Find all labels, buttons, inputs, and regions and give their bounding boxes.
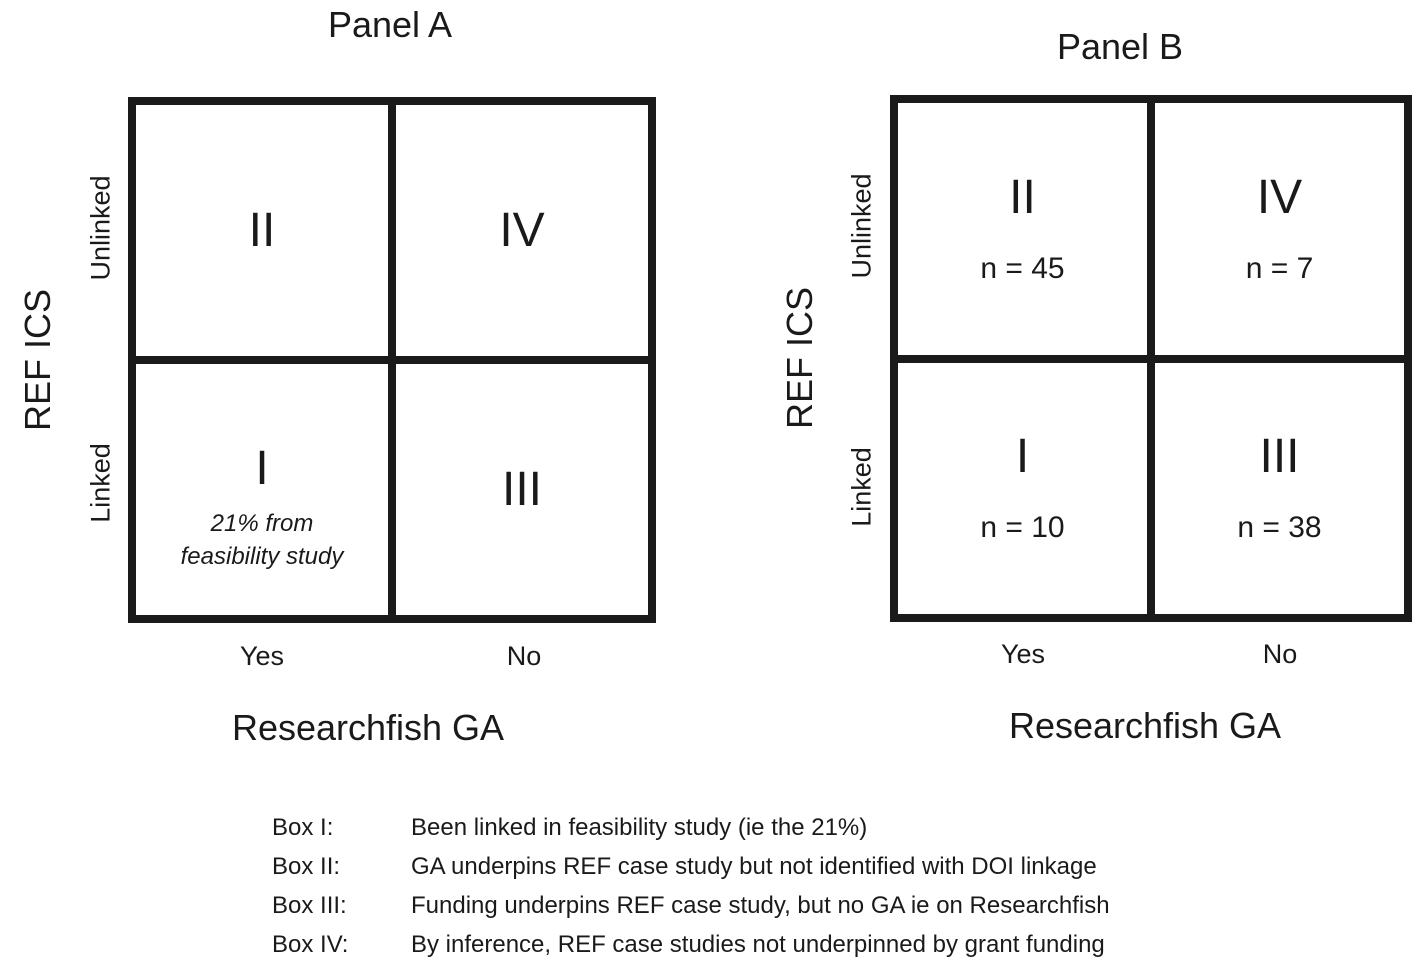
quadrant-count: n = 45 <box>980 251 1065 285</box>
panel-b-title: Panel B <box>1056 26 1184 67</box>
panel-a-title: Panel A <box>327 4 453 45</box>
panel-b-quadrant-i: I n = 10 <box>898 358 1151 614</box>
legend: Box I: Been linked in feasibility study … <box>272 808 1110 964</box>
panel-a-row-label-unlinked: Unlinked <box>85 175 116 281</box>
panel-b-quadrant-iv: IV n = 7 <box>1151 103 1404 359</box>
panel-b-matrix: II n = 45 IV n = 7 I n = 10 III n = 38 <box>890 95 1412 622</box>
panel-a-col-label-no: No <box>506 641 542 671</box>
feasibility-note-line2: feasibility study <box>180 542 344 570</box>
panel-b-row-label-unlinked: Unlinked <box>846 173 877 279</box>
legend-text-box-i: Been linked in feasibility study (ie the… <box>411 814 868 841</box>
legend-label-box-i: Box I: <box>272 814 334 841</box>
panel-b-quadrant-iii: III n = 38 <box>1151 358 1404 614</box>
panel-a-row-label-linked: Linked <box>85 443 116 523</box>
panel-b-col-label-yes: Yes <box>1000 639 1046 669</box>
quadrant-numeral: IV <box>1256 170 1303 224</box>
quadrant-numeral: II <box>248 203 276 257</box>
panel-b-col-label-no: No <box>1262 639 1298 669</box>
legend-text-box-ii: GA underpins REF case study but not iden… <box>411 853 1097 880</box>
panel-a-matrix: II IV I 21% from feasibility study III <box>128 97 656 623</box>
panel-a-col-label-yes: Yes <box>239 641 285 671</box>
panel-a-quadrant-iv: IV <box>392 105 648 360</box>
feasibility-note: 21% from feasibility study <box>181 507 344 573</box>
panel-b-y-axis-label: REF ICS <box>779 286 820 430</box>
panel-b-x-axis-label: Researchfish GA <box>1008 705 1282 746</box>
panel-b-row-label-linked: Linked <box>846 447 877 527</box>
panel-a-quadrant-i: I 21% from feasibility study <box>136 360 392 615</box>
legend-label-box-ii: Box II: <box>272 853 341 880</box>
quadrant-numeral: IV <box>499 203 545 257</box>
panel-a-quadrant-iii: III <box>392 360 648 615</box>
legend-text-box-iv: By inference, REF case studies not under… <box>411 931 1105 958</box>
legend-text-box-iii: Funding underpins REF case study, but no… <box>411 892 1110 919</box>
panel-a-y-axis-label: REF ICS <box>17 288 58 432</box>
quadrant-count: n = 10 <box>980 511 1065 545</box>
quadrant-count: n = 38 <box>1237 511 1322 545</box>
quadrant-numeral: II <box>1009 170 1036 224</box>
quadrant-numeral: I <box>1015 430 1030 484</box>
quadrant-numeral: III <box>1259 430 1300 484</box>
quadrant-numeral: I <box>255 441 269 495</box>
panel-a-quadrant-ii: II <box>136 105 392 360</box>
panel-a-x-axis-label: Researchfish GA <box>231 707 505 748</box>
quadrant-numeral: III <box>501 462 542 516</box>
legend-label-box-iii: Box III: <box>272 892 347 919</box>
panel-b-quadrant-ii: II n = 45 <box>898 103 1151 359</box>
legend-label-box-iv: Box IV: <box>272 931 349 958</box>
quadrant-count: n = 7 <box>1245 251 1314 285</box>
feasibility-note-line1: 21% from <box>210 509 314 537</box>
